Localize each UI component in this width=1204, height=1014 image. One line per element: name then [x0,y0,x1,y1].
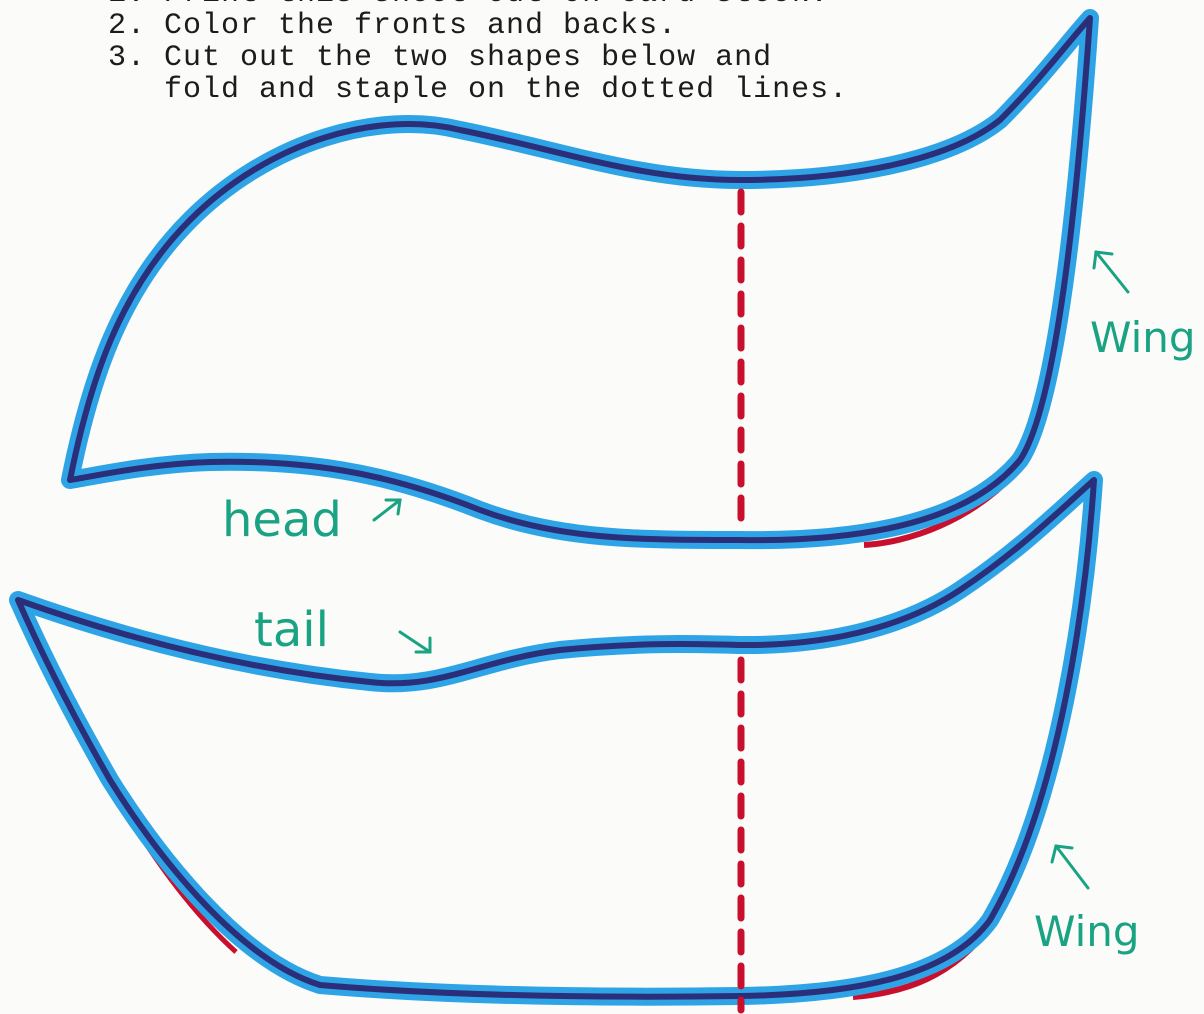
tail-arrow-icon [400,632,430,652]
head-wing-shape [70,18,1092,545]
tail-wing-shape-blue-outline [18,480,1094,997]
tail-wing-shape [18,480,1097,1010]
wing-top-label: Wing [1090,313,1196,362]
tail-label: tail [254,602,329,658]
wing-bottom-label: Wing [1034,907,1140,956]
wing-top-arrow-icon [1094,252,1128,292]
head-label: head [222,492,342,548]
head-arrow-icon [374,500,400,520]
head-wing-shape-navy-outline [70,18,1090,540]
wing-bottom-arrow-icon [1052,846,1088,888]
tail-wing-shape-navy-outline [18,480,1094,997]
